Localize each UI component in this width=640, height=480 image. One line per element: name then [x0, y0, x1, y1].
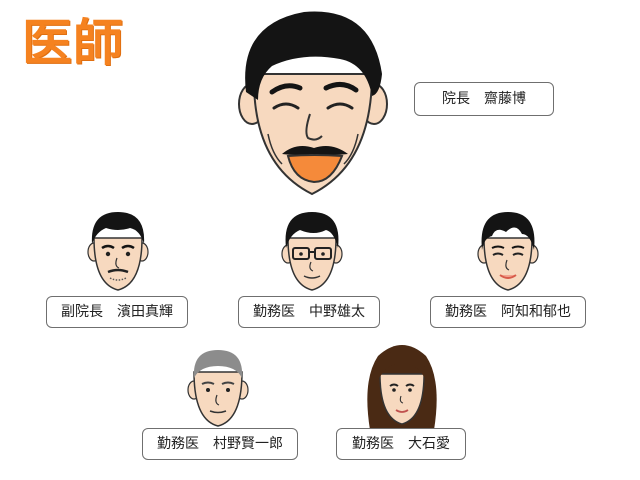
- director-name-badge: 院長 齋藤博: [414, 82, 554, 116]
- vice-director-name-badge: 副院長 濱田真輝: [46, 296, 188, 328]
- achiwa-name: 阿知和郁也: [501, 304, 571, 320]
- vice-director-portrait-icon: [87, 212, 149, 291]
- achiwa-name-badge: 勤務医 阿知和郁也: [430, 296, 586, 328]
- nakano-portrait-icon: [281, 212, 343, 291]
- oishi-name-badge: 勤務医 大石愛: [336, 428, 466, 460]
- achiwa-portrait-icon: [477, 212, 539, 291]
- oishi-name: 大石愛: [408, 436, 450, 452]
- murano-portrait-icon: [187, 350, 249, 427]
- murano-role: 勤務医: [157, 436, 199, 452]
- director-role: 院長: [442, 91, 470, 107]
- murano-name-badge: 勤務医 村野賢一郎: [142, 428, 298, 460]
- director-name: 齋藤博: [484, 91, 526, 107]
- nakano-name: 中野雄太: [309, 304, 365, 320]
- oishi-portrait-icon: [367, 345, 437, 430]
- director-portrait-icon: [238, 11, 388, 196]
- page-title: 医師: [22, 14, 124, 72]
- nakano-name-badge: 勤務医 中野雄太: [238, 296, 380, 328]
- oishi-role: 勤務医: [352, 436, 394, 452]
- vice-director-role: 副院長: [61, 304, 103, 320]
- murano-name: 村野賢一郎: [213, 436, 283, 452]
- vice-director-name: 濱田真輝: [117, 304, 173, 320]
- nakano-role: 勤務医: [253, 304, 295, 320]
- achiwa-role: 勤務医: [445, 304, 487, 320]
